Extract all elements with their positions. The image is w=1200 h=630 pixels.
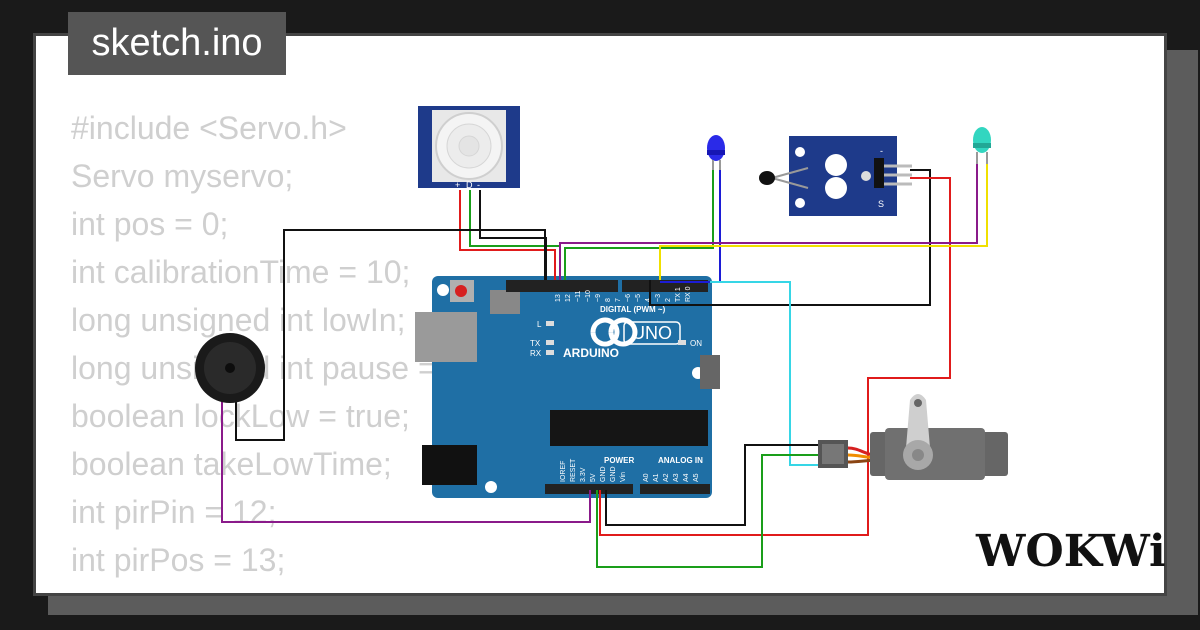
- pin-label: 8: [605, 298, 612, 302]
- board-model: UNO: [632, 323, 672, 343]
- pin-label: 12: [565, 294, 572, 302]
- wire-servo-signal: [710, 281, 820, 466]
- pin-label: ~9: [595, 294, 602, 302]
- buzzer-icon[interactable]: [195, 333, 265, 403]
- led-l-label: L: [537, 320, 542, 329]
- led-on-label: ON: [690, 339, 702, 348]
- pin-label: A4: [683, 473, 690, 482]
- led-l: [546, 321, 554, 326]
- pin-label: ~6: [625, 294, 632, 302]
- pin-label: 4: [645, 298, 652, 302]
- microcontroller-chip: [550, 410, 708, 446]
- pin-label: IOREF: [560, 461, 567, 482]
- pir-pin-plus: +: [455, 180, 460, 190]
- arduino-logo-icon: [590, 317, 620, 347]
- thermistor-icon: [759, 167, 809, 189]
- arduino-uno-board[interactable]: UNO ARDUINO DIGITAL (PWM ~) POWER ANALOG…: [415, 276, 720, 498]
- led-tx: [546, 340, 554, 345]
- pin-label: A3: [673, 473, 680, 482]
- mount-hole: [485, 481, 497, 493]
- power-jack: [422, 445, 477, 485]
- pin-label: RESET: [570, 458, 577, 482]
- wire-pir-ground: [479, 190, 547, 280]
- led-rx-label: RX: [530, 349, 542, 358]
- pir-pin-d: D: [466, 180, 473, 190]
- wire-temp-signal: [599, 177, 951, 536]
- led-rx: [546, 350, 554, 355]
- mount-hole: [437, 284, 449, 296]
- temp-pin-minus: -: [880, 146, 883, 156]
- code-line: int calibrationTime = 10;: [71, 254, 411, 290]
- digital-header-left: [506, 280, 618, 292]
- power-header: [545, 484, 633, 494]
- pin-label: 2: [665, 298, 672, 302]
- pin-label: A0: [643, 473, 650, 482]
- code-line: boolean takeLowTime;: [71, 446, 392, 482]
- pin-label: ~5: [635, 294, 642, 302]
- pir-pin-minus: -: [477, 180, 480, 190]
- icsp-header: [700, 355, 720, 389]
- wire-buzzer-ground: [235, 229, 546, 441]
- pin-label: ~3: [655, 294, 662, 302]
- code-line: #include <Servo.h>: [71, 110, 347, 146]
- code-line: int pirPos = 13;: [71, 542, 286, 578]
- code-line: Servo myservo;: [71, 158, 294, 194]
- icsp-header: [490, 290, 520, 314]
- code-preview: #include <Servo.h> Servo myservo; int pos …: [71, 104, 526, 593]
- code-line: int pirPin = 12;: [71, 494, 277, 530]
- wire-blue-led-blue: [660, 165, 721, 283]
- pin-label: ~10: [585, 290, 592, 302]
- analog-header: [640, 484, 710, 494]
- sketch-title: sketch.ino: [68, 12, 286, 75]
- wire-temp-ground: [649, 169, 931, 306]
- pin-label: TX 1: [675, 287, 682, 302]
- temp-pin-s: S: [878, 199, 884, 209]
- wire-pir-power: [459, 190, 556, 280]
- code-line: int ledPin = 11;: [71, 584, 526, 593]
- pin-label: GND: [600, 466, 607, 482]
- cyan-led-icon[interactable]: [973, 127, 991, 164]
- wire-buzzer-signal: [221, 385, 591, 523]
- wokwi-logo: WOKWi: [975, 526, 1166, 577]
- pir-sensor-icon[interactable]: + D -: [418, 106, 520, 190]
- servo-icon[interactable]: [818, 394, 1008, 480]
- pin-label: 3.3V: [580, 467, 587, 482]
- pin-label: 5V: [590, 473, 597, 482]
- led-on: [678, 340, 686, 345]
- reset-button-icon[interactable]: [450, 280, 474, 302]
- pin-label: 13: [555, 294, 562, 302]
- wire-cyan-led-purple: [559, 162, 978, 280]
- code-line: int pos = 0;: [71, 206, 229, 242]
- wire-servo-ground: [605, 444, 820, 526]
- usb-port: [415, 312, 477, 362]
- wire-blue-led-green: [564, 165, 714, 280]
- blue-led-icon[interactable]: [707, 135, 725, 170]
- wire-cyan-led-yellow: [659, 162, 988, 280]
- pin-label: A1: [653, 473, 660, 482]
- led-tx-label: TX: [530, 339, 541, 348]
- pin-label: Vin: [620, 472, 627, 482]
- wire-servo-power: [596, 454, 820, 568]
- pin-label: A5: [693, 473, 700, 482]
- temperature-sensor-module[interactable]: - S: [759, 136, 912, 216]
- board-brand: ARDUINO: [563, 346, 619, 360]
- pin-label: 7: [615, 298, 622, 302]
- pin-label: ~11: [575, 291, 582, 302]
- digital-label: DIGITAL (PWM ~): [600, 305, 666, 314]
- pin-label: RX 0: [685, 286, 692, 302]
- pin-label: A2: [663, 473, 670, 482]
- wires: [221, 162, 988, 568]
- pin-label: GND: [610, 466, 617, 482]
- code-line: boolean lockLow = true;: [71, 398, 410, 434]
- power-label: POWER: [604, 456, 634, 465]
- analog-label: ANALOG IN: [658, 456, 703, 465]
